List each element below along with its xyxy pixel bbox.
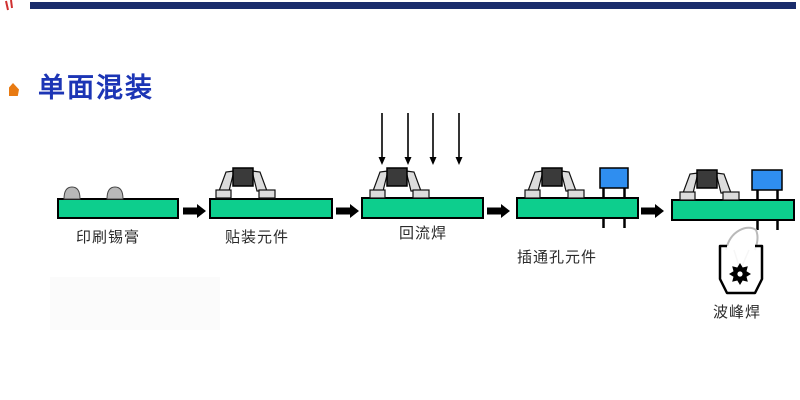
stage-label-reflow-soldering: 回流焊 xyxy=(398,226,447,242)
wave-solder-pot-icon xyxy=(718,226,764,295)
stage-label-insert-through-hole: 插通孔元件 xyxy=(516,250,597,266)
pcb-board xyxy=(361,197,484,219)
stage-insert-through-hole xyxy=(516,167,639,228)
flow-arrow-icon xyxy=(487,204,510,218)
pcb-board xyxy=(209,198,333,219)
page-title: 单面混装 xyxy=(38,73,154,103)
stage-reflow-soldering xyxy=(361,113,484,219)
stage-wave-soldering xyxy=(671,169,795,295)
solder-paste-bump xyxy=(63,186,81,200)
flow-arrow-icon xyxy=(183,204,206,218)
faint-placeholder-box xyxy=(50,277,220,330)
corner-red-mark-icon xyxy=(5,0,13,11)
pcb-board xyxy=(516,197,639,219)
title-bullet-icon xyxy=(9,83,19,96)
flow-arrow-icon xyxy=(336,204,359,218)
pcb-board xyxy=(57,198,179,219)
stage-label-print-solder-paste: 印刷锡膏 xyxy=(75,230,140,246)
stage-label-place-components: 贴装元件 xyxy=(224,230,289,246)
through-hole-component xyxy=(599,167,629,189)
through-hole-component xyxy=(751,169,783,191)
solder-wave-gear-icon xyxy=(729,263,751,285)
heat-arrows-icon xyxy=(378,113,463,165)
stage-label-wave-soldering: 波峰焊 xyxy=(712,305,761,321)
stage-print-solder-paste xyxy=(57,186,179,219)
pcb-board xyxy=(671,199,795,221)
stage-place-components xyxy=(209,167,333,219)
header-rule xyxy=(30,2,796,9)
solder-paste-bump xyxy=(106,186,124,200)
smt-component xyxy=(679,169,740,201)
smt-component xyxy=(215,167,276,199)
flow-arrow-icon xyxy=(641,204,664,218)
smt-component xyxy=(524,167,585,199)
smt-component xyxy=(369,167,430,199)
